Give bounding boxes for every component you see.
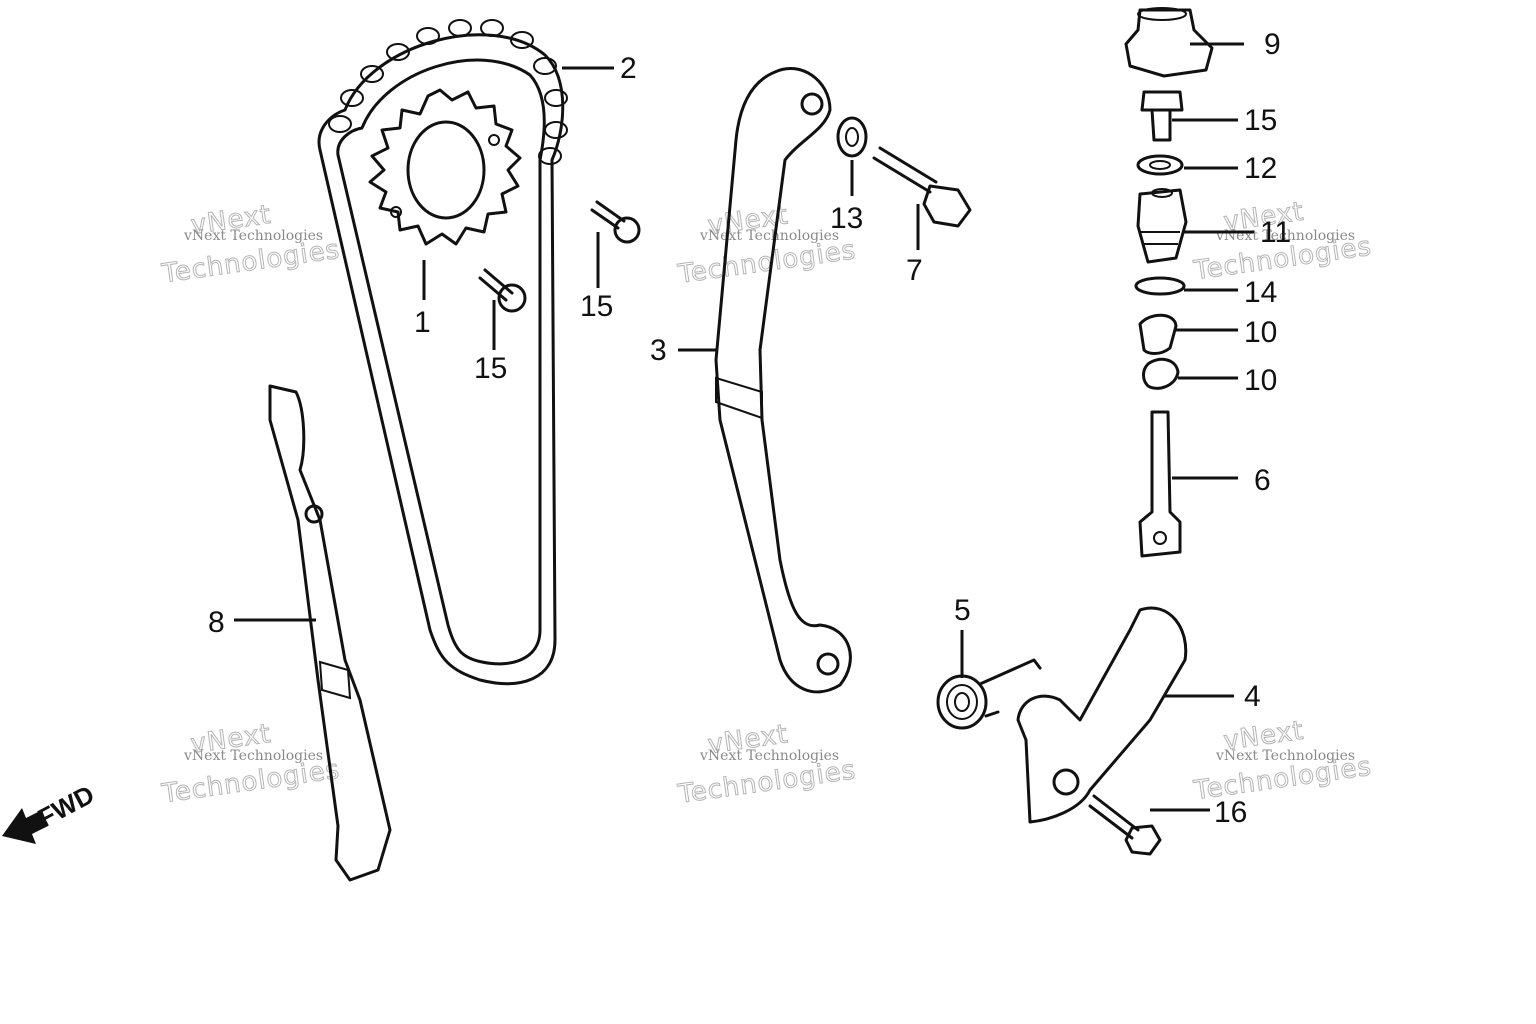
pushrod-6 — [1138, 410, 1182, 558]
cam-chain — [317, 19, 568, 686]
spring-5 — [936, 658, 1042, 730]
label-part-3: 3 — [650, 334, 667, 367]
leader-lines — [234, 42, 1254, 812]
label-part-9: 9 — [1264, 28, 1281, 61]
watermark-small: vNext Technologies — [183, 228, 323, 244]
bolt-16 — [1088, 794, 1162, 856]
label-part-8: 8 — [208, 606, 225, 639]
watermark-small: vNext Technologies — [1215, 748, 1355, 764]
label-part-15-center: 15 — [474, 352, 507, 385]
label-part-14: 14 — [1244, 276, 1277, 309]
fitting-11 — [1136, 188, 1188, 264]
cam-sprocket — [368, 88, 522, 246]
washer-13 — [836, 116, 868, 158]
bolt-15-center — [478, 268, 527, 313]
watermark-small: vNext Technologies — [699, 228, 839, 244]
o-ring-14 — [1134, 276, 1186, 296]
label-part-4: 4 — [1244, 680, 1261, 713]
fwd-label: FWD — [33, 779, 99, 833]
watermark-small: vNext Technologies — [183, 748, 323, 764]
label-part-16: 16 — [1214, 796, 1247, 829]
part-labels: 2 1 15 15 3 13 7 8 9 15 12 11 14 10 10 6… — [208, 28, 1291, 829]
label-part-2: 2 — [620, 52, 637, 85]
label-part-5: 5 — [954, 594, 971, 627]
label-part-7: 7 — [906, 254, 923, 287]
cap-nut-9 — [1124, 7, 1214, 78]
bolt-15-right — [590, 200, 641, 244]
chain-links — [328, 19, 568, 165]
label-part-6: 6 — [1254, 464, 1271, 497]
label-part-15-top: 15 — [1244, 104, 1277, 137]
label-part-1: 1 — [414, 306, 431, 339]
collar-10-bottom — [1142, 357, 1180, 390]
arrow-icon — [2, 808, 48, 844]
label-part-12: 12 — [1244, 152, 1277, 185]
collar-10-top — [1138, 313, 1178, 355]
label-part-10-bottom: 10 — [1244, 364, 1277, 397]
label-part-15-right: 15 — [580, 290, 613, 323]
forward-direction-indicator: FWD — [2, 779, 99, 844]
bolt-15-top — [1140, 90, 1184, 142]
label-part-10-top: 10 — [1244, 316, 1277, 349]
chain-guide — [268, 384, 392, 882]
washer-12 — [1136, 154, 1184, 176]
label-part-11: 11 — [1260, 216, 1291, 249]
label-part-13: 13 — [830, 202, 863, 235]
tensioner-slipper — [714, 66, 852, 694]
tensioner-arm — [1016, 606, 1188, 824]
bolt-7 — [872, 146, 972, 228]
watermark-small: vNext Technologies — [699, 748, 839, 764]
